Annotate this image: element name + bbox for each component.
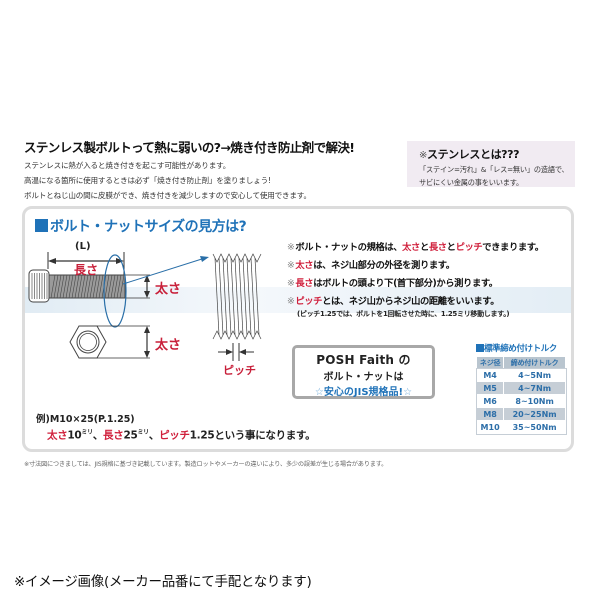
stainless-info-box: ※ステンレスとは??? 「ステイン=汚れ」&「レス=無い」の造語で、 サビにくい…: [407, 141, 575, 187]
posh-line-2: ボルト・ナットは: [323, 372, 404, 383]
stainless-title: ※ステンレスとは???: [419, 146, 563, 162]
nut-icon: [69, 325, 150, 359]
example-value: 25: [123, 429, 138, 442]
intro-line: ボルトとねじ山の間に皮膜ができ、焼き付きを減少しますので安心して使用できます。: [24, 191, 311, 200]
reference-mark-icon: ※: [287, 242, 295, 253]
thread-size-cell: M10: [475, 420, 505, 434]
note-length: ※長さはボルトの頭より下(首下部分)から測ります。: [287, 275, 571, 293]
thread-size-cell: M4: [475, 368, 505, 382]
footnote: ※寸法図につきましては、JIS規格に基づき記載しています。製造ロットやメーカーの…: [24, 461, 388, 468]
reference-mark-icon: ※: [287, 296, 295, 307]
note-highlight: 太さ: [402, 242, 420, 253]
torque-table: 標準締め付けトルク ネジ径 締め付けトルク M4 4~5Nm M5 4~7Nm: [475, 342, 567, 435]
column-header: ネジ径: [475, 356, 505, 369]
image-caption: ※イメージ画像(メーカー品番にて手配となります): [14, 574, 312, 590]
example-value: 1.25: [189, 429, 215, 442]
bolt-diagram: [28, 252, 262, 361]
note-standard: ※ボルト・ナットの規格は、太さと長さとピッチできまります。: [287, 239, 571, 257]
intro-line: 高温になる箇所に使用するときは必ず「焼き付き防止剤」を塗りましょう!: [24, 176, 271, 185]
panel-title: ボルト・ナットサイズの見方は?: [35, 216, 247, 236]
note-highlight: ピッチ: [455, 242, 483, 253]
table-row: M5 4~7Nm: [475, 381, 566, 395]
torque-cell: 4~5Nm: [503, 368, 566, 382]
length-arrow-icon: [47, 252, 125, 295]
star-icon: ☆: [314, 387, 324, 398]
table-row: M4 4~5Nm: [475, 368, 566, 382]
posh-line-3-text: 安心のJIS規格品!: [323, 387, 404, 398]
spec-notes: ※ボルト・ナットの規格は、太さと長さとピッチできまります。 ※太さは、ネジ山部分…: [287, 239, 571, 319]
unit-label: ミリ: [137, 429, 149, 436]
star-icon: ☆: [403, 387, 413, 398]
torque-cell: 35~50Nm: [503, 420, 566, 434]
thread-size-cell: M8: [475, 407, 505, 421]
thread-highlight-icon: [103, 254, 127, 328]
torque-title: 標準締め付けトルク: [476, 342, 566, 354]
table-row: M10 35~50Nm: [475, 420, 566, 434]
reference-mark-icon: ※: [287, 278, 295, 289]
example-highlight: 太さ: [47, 429, 68, 442]
stainless-line: 「ステイン=汚れ」&「レス=無い」の造語で、: [419, 165, 569, 174]
torque-cell: 4~7Nm: [503, 381, 566, 395]
note-highlight: 長さ: [295, 278, 314, 289]
diameter-label: 太さ: [155, 282, 182, 297]
pitch-arrow-icon: [218, 343, 254, 361]
note-highlight: 長さ: [428, 242, 447, 253]
square-bullet-icon: [35, 219, 48, 232]
stainless-line: サビにくい金属の事をいいます。: [419, 178, 523, 187]
note-text: と: [446, 242, 456, 253]
note-text: と: [419, 242, 429, 253]
note-pitch-sub: (ピッチ1.25では、ボルトを1回転させた時に、1.25ミリ移動します。): [297, 310, 510, 318]
column-header: 締め付けトルク: [503, 356, 566, 369]
length-symbol-label: (L): [75, 241, 91, 252]
torque-cell: 8~10Nm: [503, 394, 566, 408]
intro-section: ステンレス製ボルトって熱に弱いの?→焼き付き防止剤で解決! ステンレスに熱が入る…: [24, 137, 404, 201]
bolt-size-panel: ボルト・ナットサイズの見方は?: [22, 206, 574, 452]
table-row: M8 20~25Nm: [475, 407, 566, 421]
reference-mark-icon: ※: [287, 260, 295, 271]
torque-grid: ネジ径 締め付けトルク M4 4~5Nm M5 4~7Nm M6 8~10Nm: [475, 356, 567, 435]
note-highlight: 太さ: [295, 260, 314, 271]
posh-line-3: ☆安心のJIS規格品!☆: [295, 383, 432, 398]
diameter-nut-label: 太さ: [155, 338, 182, 353]
posh-faith-badge: POSH Faith の ボルト・ナットは ☆安心のJIS規格品!☆: [292, 345, 435, 399]
note-text: は、ネジ山部分の外径を測ります。: [313, 260, 455, 271]
table-row: M6 8~10Nm: [475, 394, 566, 408]
square-bullet-icon: [476, 344, 484, 352]
note-highlight: ピッチ: [295, 296, 323, 307]
posh-line-1: POSH Faith の: [316, 353, 411, 367]
example-value: 10: [67, 429, 82, 442]
separator: 、: [92, 429, 104, 442]
note-text: ボルト・ナットの規格は、: [295, 242, 403, 253]
note-diameter: ※太さは、ネジ山部分の外径を測ります。: [287, 257, 571, 275]
bolt-shaft-icon: [48, 274, 126, 299]
stainless-title-text: ステンレスとは???: [426, 148, 520, 161]
example-highlight: 長さ: [103, 429, 124, 442]
thread-size-cell: M5: [475, 381, 505, 395]
note-text: できまります。: [482, 242, 544, 253]
length-label: 長さ: [74, 263, 99, 277]
separator: 、: [148, 429, 160, 442]
note-pitch: ※ピッチとは、ネジ山からネジ山の距離をいいます。: [287, 293, 571, 311]
torque-title-text: 標準締め付けトルク: [484, 344, 557, 354]
note-text: とは、ネジ山からネジ山の距離をいいます。: [322, 296, 500, 307]
magnified-thread-icon: [212, 253, 262, 340]
diameter-arrow-icon: [125, 274, 150, 299]
example-highlight: ピッチ: [159, 429, 190, 442]
example-tail: という事になります。: [214, 429, 316, 442]
thread-size-cell: M6: [475, 394, 505, 408]
example-spec: 例)M10×25(P.1.25): [36, 414, 135, 425]
torque-cell: 20~25Nm: [503, 407, 566, 421]
reference-mark-icon: ※: [419, 150, 427, 161]
intro-line: ステンレスに熱が入ると焼き付きを起こす可能性があります。: [24, 161, 231, 170]
bolt-head-icon: [28, 269, 50, 303]
note-text: はボルトの頭より下(首下部分)から測ります。: [313, 278, 498, 289]
unit-label: ミリ: [81, 429, 93, 436]
example-explanation: 太さ10ミリ、長さ25ミリ、ピッチ1.25という事になります。: [47, 427, 316, 443]
panel-title-text: ボルト・ナットサイズの見方は?: [50, 219, 247, 235]
example-section: 例)M10×25(P.1.25) 太さ10ミリ、長さ25ミリ、ピッチ1.25とい…: [36, 411, 316, 443]
pitch-label: ピッチ: [223, 364, 256, 377]
intro-title: ステンレス製ボルトって熱に弱いの?→焼き付き防止剤で解決!: [24, 140, 355, 155]
